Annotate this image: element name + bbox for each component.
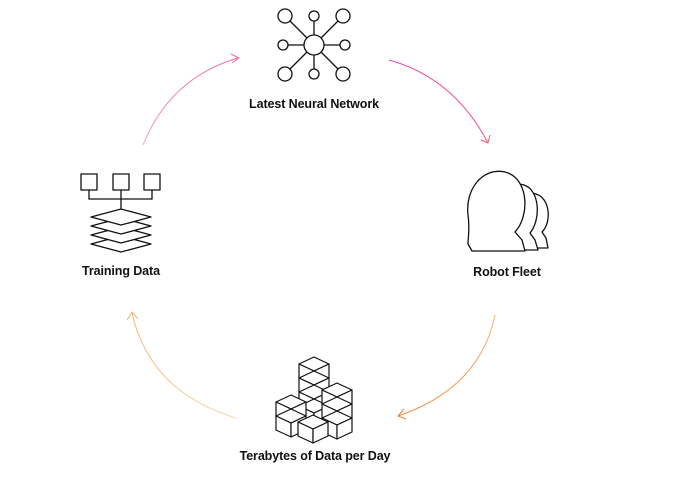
node-label-terabytes-of-data: Terabytes of Data per Day	[239, 449, 391, 463]
arrow-training-to-network	[142, 53, 240, 146]
node-label-latest-neural-network: Latest Neural Network	[249, 97, 379, 111]
arrow-data-to-training	[126, 311, 237, 419]
stacked-cubes-icon	[275, 356, 353, 444]
node-label-robot-fleet: Robot Fleet	[473, 265, 541, 279]
data-layers-icon	[80, 173, 161, 253]
neural-network-icon	[277, 8, 351, 82]
node-label-training-data: Training Data	[82, 264, 160, 278]
robot-heads-icon	[467, 170, 549, 252]
arrow-fleet-to-data	[397, 314, 496, 420]
arrow-network-to-fleet	[388, 59, 491, 144]
